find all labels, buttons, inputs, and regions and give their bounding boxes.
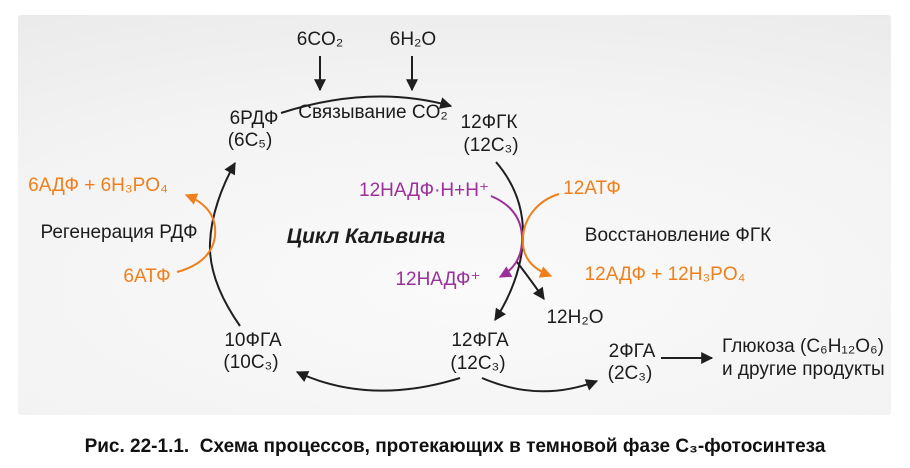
fga10-carbons-label: (10C₃) (223, 352, 279, 374)
fgk-carbons-label: (12C₃) (463, 135, 519, 157)
fixation-label: Связывание CO₂ (298, 102, 448, 124)
rdf-label: 6РДФ (229, 108, 279, 130)
co2-input-label: 6CO₂ (296, 29, 344, 51)
water-output-label: 12H₂O (546, 307, 604, 329)
glucose-line1-label: Глюкоза (C₆H₁₂O₆) (722, 336, 884, 358)
nadph-in-label: 12НАДФ·H+H⁺ (359, 180, 489, 202)
regeneration-label: Регенерация РДФ (40, 222, 198, 244)
atp12-label: 12АТФ (563, 178, 621, 200)
fga2-label: 2ФГА (608, 341, 656, 363)
fga10-label: 10ФГА (224, 330, 282, 352)
atp6-label: 6АТФ (123, 266, 171, 288)
fga12-carbons-label: (12C₃) (450, 353, 506, 375)
fga2-carbons-label: (2C₃) (607, 363, 653, 385)
fgk-label: 12ФГК (460, 112, 518, 134)
adp12-label: 12АДФ + 12H₃PO₄ (584, 264, 746, 286)
glucose-line2-label: и другие продукты (722, 359, 885, 381)
fga12-label: 12ФГА (451, 330, 509, 352)
adp6-label: 6АДФ + 6H₃PO₄ (28, 175, 168, 197)
rdf-carbons-label: (6C₅) (227, 130, 273, 152)
nadp-out-label: 12НАДФ⁺ (395, 269, 481, 291)
cycle-title: Цикл Кальвина (286, 224, 446, 248)
reduction-label: Восстановление ФГК (584, 225, 772, 247)
diagram-panel (18, 15, 891, 415)
figure-caption: Рис. 22-1.1. Схема процессов, протекающи… (84, 436, 826, 457)
h2o-input-label: 6H₂O (389, 29, 437, 51)
